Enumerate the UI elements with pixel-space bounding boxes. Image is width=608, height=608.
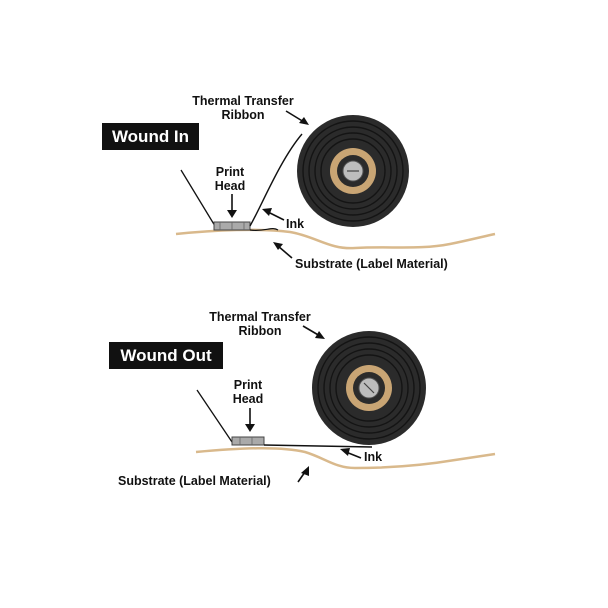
wound-in-badge-bg [102,123,199,150]
ribbon-path [249,133,303,227]
print-head-edge [196,389,233,443]
ribbon-label-line1: Thermal Transfer [209,310,311,324]
ribbon-label-line2: Ribbon [238,324,281,338]
wound-out-badge-text: Wound Out [120,346,212,365]
ribbon-label-line1: Thermal Transfer [192,94,294,108]
substrate-line [195,446,496,470]
print-head [196,389,265,446]
arrow-icon [227,110,309,259]
substrate-label: Substrate (Label Material) [118,474,271,488]
arrow-icon [245,325,362,483]
ribbon-roll [297,115,409,227]
wound-in-badge: Wound In [102,123,199,150]
ink-label: Ink [286,217,304,231]
wound-out-badge: Wound Out [109,342,223,369]
wound-out-diagram: Wound Out Thermal Transfer Ribbon [109,310,496,488]
ribbon-roll [312,331,426,445]
ribbon-path-return [249,227,279,232]
wound-out-badge-bg [109,342,223,369]
wound-in-diagram: Wound In Thermal Transfer [102,94,496,271]
print-head-label-line2: Head [215,179,246,193]
print-head-edge [180,169,216,227]
ink-label: Ink [364,450,382,464]
substrate-label: Substrate (Label Material) [295,257,448,271]
ribbon-label-line2: Ribbon [221,108,264,122]
print-head-label-line1: Print [234,378,263,392]
substrate-line [175,228,496,250]
print-head-label-line1: Print [216,165,245,179]
print-head-label-line2: Head [233,392,264,406]
print-head-block [231,436,265,446]
wound-in-badge-text: Wound In [112,127,189,146]
ribbon-path [263,444,373,448]
